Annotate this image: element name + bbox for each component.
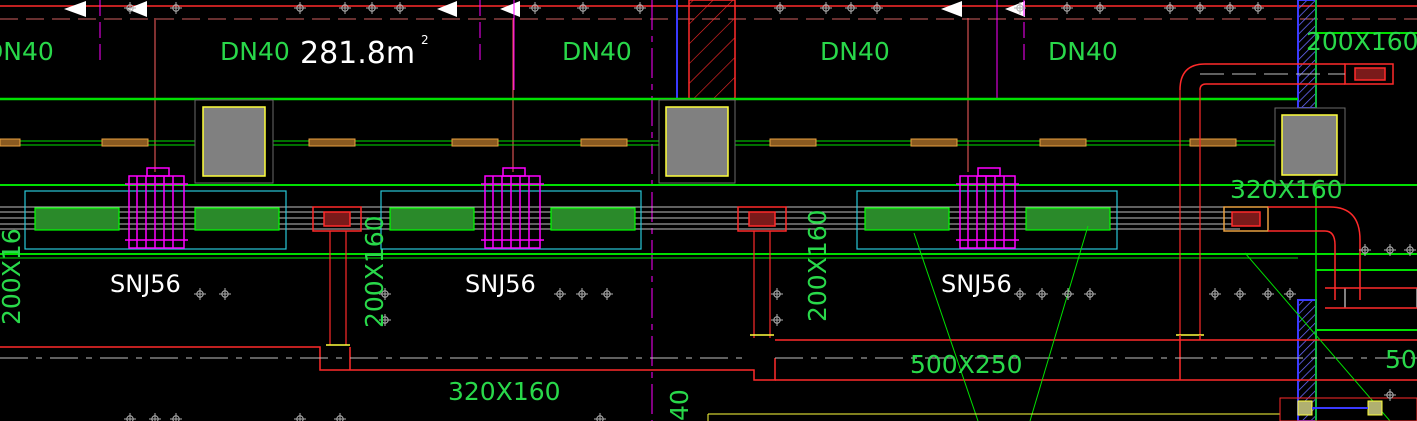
bottom-outline <box>707 397 1417 421</box>
labels: DN40 DN40 DN40 DN40 DN40 281.8m 2 SNJ56 … <box>0 27 1417 421</box>
pipe-label-dn40-2: DN40 <box>220 37 290 66</box>
grid-marker-icon <box>294 413 306 421</box>
grid-marker-icon <box>334 413 346 421</box>
pipe-label-dn40-1: DN40 <box>0 37 54 66</box>
grid-marker-icon <box>394 2 406 14</box>
duct-size-500x250: 500X250 <box>910 350 1023 379</box>
grid-marker-icon <box>366 2 378 14</box>
duct-size-partial-bottom: 40 <box>665 389 694 421</box>
grid-marker-icon <box>1084 288 1096 300</box>
grid-marker-icon <box>1164 2 1176 14</box>
grid-marker-icon <box>529 2 541 14</box>
grid-marker-icon <box>379 314 391 326</box>
grid-marker-icon <box>170 413 182 421</box>
duct-size-320x160-bottom: 320X160 <box>448 377 561 406</box>
lower-main-duct <box>0 335 1417 381</box>
grid-marker-icon <box>1194 2 1206 14</box>
structural-columns <box>194 99 1346 185</box>
grid-marker-icon <box>601 288 613 300</box>
grid-marker-icon <box>1209 288 1221 300</box>
grid-marker-icon <box>219 288 231 300</box>
fan-unit-2 <box>481 167 544 249</box>
grid-marker-icon <box>634 2 646 14</box>
grid-marker-icon <box>1036 288 1048 300</box>
grid-marker-icon <box>871 2 883 14</box>
grid-marker-icon <box>577 2 589 14</box>
flow-arrow-icon <box>64 1 86 17</box>
grid-marker-icon <box>1014 288 1026 300</box>
grid-marker-icon <box>1252 2 1264 14</box>
grid-marker-icon <box>820 2 832 14</box>
duct-size-500-partial: 50 <box>1385 345 1417 374</box>
grid-marker-icon <box>1094 2 1106 14</box>
grid-marker-icon <box>194 288 206 300</box>
grid-marker-icon <box>845 2 857 14</box>
grid-marker-icon <box>1014 2 1026 14</box>
duct-size-vertical-right: 200X160 <box>803 209 832 322</box>
pipe-sleeves <box>0 138 1237 147</box>
grid-marker-icon <box>1404 244 1416 256</box>
diffuser-boxes <box>312 63 1417 309</box>
structural-column-top <box>676 0 736 101</box>
grid-marker-icon <box>1061 2 1073 14</box>
grid-marker-icon <box>774 2 786 14</box>
duct-size-320x160-right: 320X160 <box>1230 175 1343 204</box>
grid-marker-icon <box>339 2 351 14</box>
grid-marker-icon <box>1062 288 1074 300</box>
grid-markers <box>124 2 1416 421</box>
pipe-label-dn40-4: DN40 <box>820 37 890 66</box>
duct-size-vertical-mid: 200X160 <box>360 215 389 328</box>
grid-marker-icon <box>124 413 136 421</box>
fan-unit-1 <box>125 167 188 249</box>
fan-unit-3 <box>956 167 1019 249</box>
grid-marker-icon <box>149 413 161 421</box>
unit-label-snj56-1: SNJ56 <box>110 270 181 298</box>
grid-marker-icon <box>379 288 391 300</box>
grid-marker-icon <box>1234 288 1246 300</box>
grid-marker-icon <box>1262 288 1274 300</box>
flow-arrow-icon <box>1005 1 1025 17</box>
flow-arrow-icon <box>437 1 457 17</box>
area-value: 281.8m <box>300 36 415 71</box>
grid-marker-icon <box>124 2 136 14</box>
unit-drop-lines <box>154 18 969 172</box>
grid-marker-icon <box>594 413 606 421</box>
grid-marker-icon <box>576 288 588 300</box>
magenta-lines <box>99 0 1025 421</box>
leader-lines <box>913 225 1391 421</box>
grid-marker-icon <box>1224 2 1236 14</box>
upper-right-elbow <box>1179 63 1345 91</box>
grid-marker-icon <box>294 2 306 14</box>
grid-marker-icon <box>1359 244 1371 256</box>
unit-label-snj56-3: SNJ56 <box>941 270 1012 298</box>
area-superscript: 2 <box>421 33 429 47</box>
coil-sections <box>34 207 1111 231</box>
grid-marker-icon <box>554 288 566 300</box>
unit-label-snj56-2: SNJ56 <box>465 270 536 298</box>
drop-ducts <box>329 90 1201 345</box>
duct-size-vertical-left: 200X16 <box>0 228 26 325</box>
grid-marker-icon <box>771 288 783 300</box>
grid-marker-icon <box>1384 244 1396 256</box>
flow-arrow-icon <box>500 1 520 17</box>
duct-size-200x160-top: 200X160 <box>1306 27 1417 56</box>
pipe-label-dn40-5: DN40 <box>1048 37 1118 66</box>
flow-arrow-icon <box>941 1 962 17</box>
right-lower-elbow <box>1268 206 1417 309</box>
grid-marker-icon <box>1284 288 1296 300</box>
grid-marker-icon <box>170 2 182 14</box>
pipe-label-dn40-3: DN40 <box>562 37 632 66</box>
grid-marker-icon <box>1384 389 1396 401</box>
flow-arrow-icon <box>127 1 147 17</box>
flow-arrows <box>64 1 1025 17</box>
grid-marker-icon <box>771 314 783 326</box>
